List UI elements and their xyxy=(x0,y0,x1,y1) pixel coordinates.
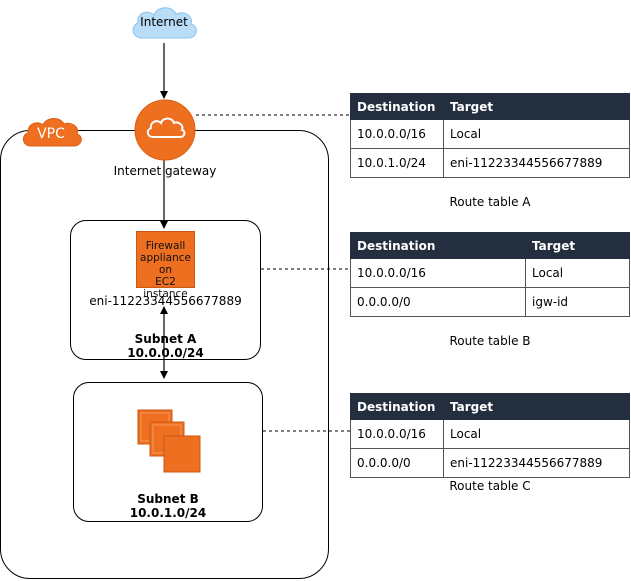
route-table-a: Destination Target 10.0.0.0/16 Local 10.… xyxy=(350,93,630,178)
route-table-b: Destination Target 10.0.0.0/16 Local 0.0… xyxy=(350,232,630,317)
firewall-label-line3: EC2 instance xyxy=(143,276,188,300)
route-table-b-header-target: Target xyxy=(525,232,630,259)
internet-label: Internet xyxy=(140,15,188,29)
route-table-b-caption: Route table B xyxy=(449,334,531,348)
route-table-a-cell: Local xyxy=(443,119,630,149)
firewall-label-line2: appliance on xyxy=(140,252,191,276)
route-table-a-cell: 10.0.1.0/24 xyxy=(350,148,444,178)
route-table-c-cell: eni-11223344556677889 xyxy=(443,448,630,478)
route-table-a-cell: eni-11223344556677889 xyxy=(443,148,630,178)
internet-cloud-icon xyxy=(132,7,197,39)
table-row: 10.0.0.0/16 Local xyxy=(350,258,630,288)
route-table-b-cell: 0.0.0.0/0 xyxy=(350,287,526,317)
vpc-label: VPC xyxy=(37,126,65,142)
route-table-a-header-destination: Destination xyxy=(350,93,444,120)
route-table-b-cell: 10.0.0.0/16 xyxy=(350,258,526,288)
route-table-b-header-destination: Destination xyxy=(350,232,526,259)
ec2-instances-icon xyxy=(137,409,201,473)
internet-gateway-icon xyxy=(134,99,196,161)
vpc-cloud-icon xyxy=(23,118,82,147)
route-table-a-cell: 10.0.0.0/16 xyxy=(350,119,444,149)
table-row: 10.0.1.0/24 eni-11223344556677889 xyxy=(350,148,630,178)
subnet-b-cidr: 10.0.1.0/24 xyxy=(129,506,207,520)
firewall-label-line1: Firewall xyxy=(145,240,186,252)
firewall-appliance: Firewall appliance on EC2 instance xyxy=(136,231,195,300)
table-row: 0.0.0.0/0 igw-id xyxy=(350,287,630,317)
route-table-b-cell: igw-id xyxy=(525,287,630,317)
route-table-c-header-destination: Destination xyxy=(350,393,444,420)
table-row: 10.0.0.0/16 Local xyxy=(350,119,630,149)
route-table-c-cell: 10.0.0.0/16 xyxy=(350,419,444,449)
table-row: 0.0.0.0/0 eni-11223344556677889 xyxy=(350,448,630,478)
subnet-b-name: Subnet B xyxy=(137,492,199,506)
route-table-c-caption: Route table C xyxy=(449,479,531,493)
route-table-c-cell: 0.0.0.0/0 xyxy=(350,448,444,478)
route-table-a-header-target: Target xyxy=(443,93,630,120)
route-table-c-header-target: Target xyxy=(443,393,630,420)
route-table-c: Destination Target 10.0.0.0/16 Local 0.0… xyxy=(350,393,630,478)
route-table-c-cell: Local xyxy=(443,419,630,449)
firewall-eni-label: eni-11223344556677889 xyxy=(89,294,242,308)
internet-gateway-label: Internet gateway xyxy=(113,164,217,178)
table-row: 10.0.0.0/16 Local xyxy=(350,419,630,449)
subnet-a-cidr: 10.0.0.0/24 xyxy=(127,346,204,360)
subnet-a-name: Subnet A xyxy=(134,332,197,346)
route-table-b-cell: Local xyxy=(525,258,630,288)
route-table-a-caption: Route table A xyxy=(449,195,531,209)
